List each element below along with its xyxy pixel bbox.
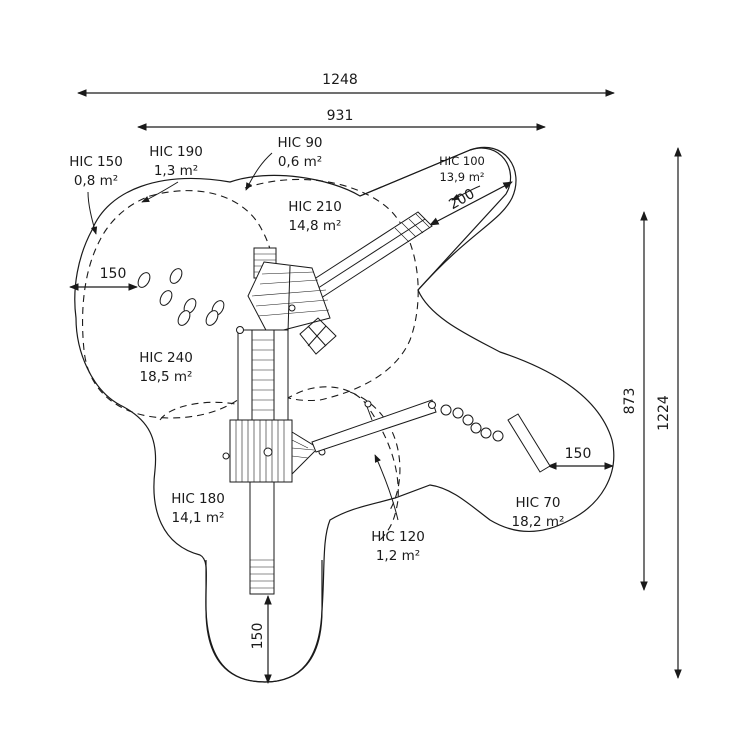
stepping-pads	[137, 268, 225, 326]
zone-hic180-name: HIC 180	[171, 491, 225, 507]
zone-hic210-name: HIC 210	[288, 199, 342, 215]
leader-hic190	[141, 181, 179, 203]
zone-hic190-area: 1,3 m²	[154, 163, 198, 179]
dim-left-clearance: 150	[100, 266, 127, 282]
zone-hic240-name: HIC 240	[139, 350, 193, 366]
safety-zone-outlines	[74, 146, 615, 683]
dim-inner-height: 873	[622, 388, 638, 415]
slide-zone-outline	[359, 147, 512, 291]
zone-hic190-name: HIC 190	[149, 144, 203, 160]
right-slide	[507, 413, 551, 473]
zone-hic150-name: HIC 150	[69, 154, 123, 170]
zone-hic100-area: 13,9 m²	[439, 170, 484, 184]
dim-right-clearance: 150	[565, 446, 592, 462]
zone-hic120-area: 1,2 m²	[376, 548, 420, 564]
hic210-dashed-outline	[244, 178, 419, 402]
bottom-ladder	[249, 481, 275, 595]
dim-bottom-clearance: 150	[250, 623, 266, 650]
hic240-dashed-outline	[82, 190, 278, 419]
zone-hic210-area: 14,8 m²	[289, 218, 342, 234]
zone-hic70-name: HIC 70	[515, 495, 560, 511]
dashed-zone-outlines	[82, 178, 419, 541]
dim-diagonal-clearance: 200	[446, 186, 477, 213]
hic120-dashed-outline	[349, 391, 401, 511]
stepping-chain	[440, 404, 504, 442]
dimension-lines	[69, 89, 682, 684]
zone-hic120-name: HIC 120	[371, 529, 425, 545]
lower-tower	[222, 419, 326, 483]
zone-hic90-area: 0,6 m²	[278, 154, 322, 170]
leader-hic100	[451, 185, 481, 201]
climbing-net	[299, 317, 337, 355]
leader-hic120	[374, 454, 399, 521]
main-zone-outline	[74, 146, 615, 683]
zone-labels: HIC 150 0,8 m² HIC 190 1,3 m² HIC 90 0,6…	[69, 135, 564, 564]
zone-hic100-name: HIC 100	[439, 154, 485, 168]
dim-diagonal-clearance-line	[429, 181, 513, 226]
zone-hic70-area: 18,2 m²	[512, 514, 565, 530]
leader-hic90	[245, 152, 273, 191]
right-beam	[311, 399, 437, 453]
upper-tower	[247, 261, 331, 335]
vertical-bridge	[236, 326, 289, 423]
dim-overall-width: 1248	[322, 72, 358, 88]
zone-hic90-name: HIC 90	[277, 135, 322, 151]
zone-hic180-area: 14,1 m²	[172, 510, 225, 526]
leader-arrows	[87, 152, 481, 521]
equipment	[137, 211, 551, 595]
zone-hic240-area: 18,5 m²	[140, 369, 193, 385]
dim-overall-height: 1224	[656, 395, 672, 431]
zone-hic150-area: 0,8 m²	[74, 173, 118, 189]
leader-hic150	[87, 191, 98, 235]
dim-inner-width: 931	[327, 108, 354, 124]
